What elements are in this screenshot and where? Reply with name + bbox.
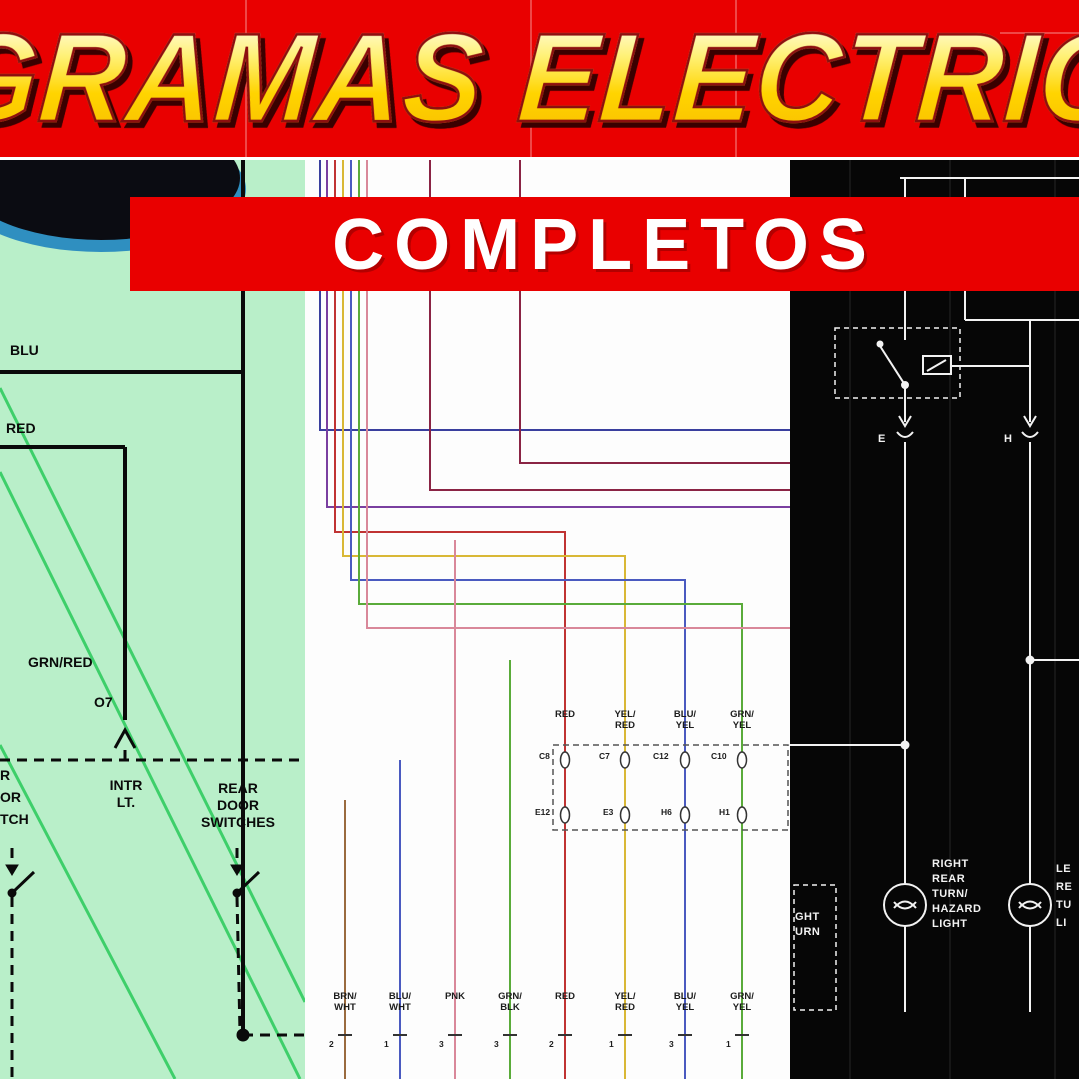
pin-number-3: 3 [439, 1039, 444, 1049]
junction-dots [900, 655, 1035, 750]
subtitle-banner: COMPLETOS [130, 197, 1079, 291]
pin-label-e12: E12 [535, 807, 551, 817]
label-rear-door-switches: REAR DOOR SWITCHES [201, 780, 275, 830]
black-wiring-diagram-panel: E H RIGHT REAR TURN/ HAZARD LIGHT LE RE … [790, 160, 1079, 1079]
bulb-symbols [883, 883, 1052, 927]
label-right-rear-turn-hazard-light: RIGHT REAR TURN/ HAZARD LIGHT [932, 858, 982, 930]
green-diagonal-wires [0, 387, 305, 1079]
wire-label-brn-wht: BRN/ WHT [333, 991, 357, 1013]
pin-label-e3: E3 [603, 807, 614, 817]
connector-arrows [896, 415, 1039, 438]
banner-grid-line [245, 0, 247, 157]
wire-label-grn-red: GRN/RED [28, 654, 93, 670]
left-component-outline [793, 884, 837, 1011]
black-wires [0, 160, 245, 1035]
wire-label-blu-yel-bottom: BLU/ YEL [673, 991, 697, 1013]
terminal-label-h: H [1004, 433, 1013, 445]
banner-grid-line [735, 0, 737, 157]
junction-dot [236, 1028, 250, 1042]
pin-number-6: 1 [609, 1039, 614, 1049]
green-wiring-diagram-panel: BLU RED GRN/RED O7 INTR LT. REAR DOOR SW… [0, 160, 305, 1079]
banner-subtitle-text: COMPLETOS [332, 205, 877, 285]
pin-label-h6: H6 [661, 807, 672, 817]
banner-grid-line [1000, 32, 1079, 34]
wire-label-yel-red: YEL/ RED [614, 709, 636, 731]
door-switch-symbols [5, 864, 261, 1042]
wire-label-blu-wht: BLU/ WHT [388, 991, 412, 1013]
green-panel-schematic [0, 160, 305, 1079]
wire-label-grn-yel-bottom: GRN/ YEL [730, 991, 754, 1013]
banner-title-text: GRAMAS ELECTRIC [0, 0, 1079, 155]
connector-terminals [559, 751, 748, 824]
label-intr-lt: INTR LT. [109, 777, 143, 810]
banner-grid-line [530, 0, 532, 157]
black-panel-schematic [790, 160, 1079, 1079]
connector-o7-symbol [113, 726, 137, 760]
wire-label-grn-blk: GRN/ BLK [498, 991, 522, 1013]
connector-label-o7: O7 [94, 694, 113, 710]
pin-number-7: 3 [669, 1039, 674, 1049]
wire-bundle [319, 160, 790, 1079]
wire-label-yel-red-bottom: YEL/ RED [614, 991, 636, 1013]
terminal-label-e: E [878, 433, 886, 445]
dashed-wires [0, 758, 305, 1079]
label-cut-off-rear-door-switch: R OR TCH [0, 767, 29, 827]
pin-label-c12: C12 [653, 751, 669, 761]
wire-label-red-bottom: RED [554, 991, 576, 1002]
pin-label-c7: C7 [599, 751, 610, 761]
pin-label-c10: C10 [711, 751, 727, 761]
label-cut-off-right-turn: GHT URN [795, 911, 821, 938]
wire-label-red: RED [554, 709, 576, 720]
wire-label-blu: BLU [10, 342, 39, 358]
connector-block-outline [552, 744, 789, 831]
relay-outline [834, 327, 961, 399]
pin-number-4: 3 [494, 1039, 499, 1049]
title-banner: GRAMAS ELECTRIC [0, 0, 1079, 160]
white-panel-schematic [319, 160, 790, 1079]
pin-number-2: 1 [384, 1039, 389, 1049]
pin-number-8: 1 [726, 1039, 731, 1049]
faint-grid-lines [849, 160, 1056, 1079]
wire-label-blu-yel: BLU/ YEL [673, 709, 697, 731]
wire-label-red: RED [6, 420, 36, 436]
wire-label-grn-yel: GRN/ YEL [730, 709, 754, 731]
pin-number-5: 2 [549, 1039, 554, 1049]
pin-number-1: 2 [329, 1039, 334, 1049]
pin-label-c8: C8 [539, 751, 550, 761]
pin-label-h1: H1 [719, 807, 730, 817]
wire-label-pnk: PNK [444, 991, 466, 1002]
relay-switch-and-coil [876, 340, 952, 389]
white-wiring-diagram-panel: RED YEL/ RED BLU/ YEL GRN/ YEL C8 C7 C12… [305, 160, 790, 1079]
label-cut-off-left-rear-turn-light: LE RE TU LI [1056, 863, 1073, 929]
